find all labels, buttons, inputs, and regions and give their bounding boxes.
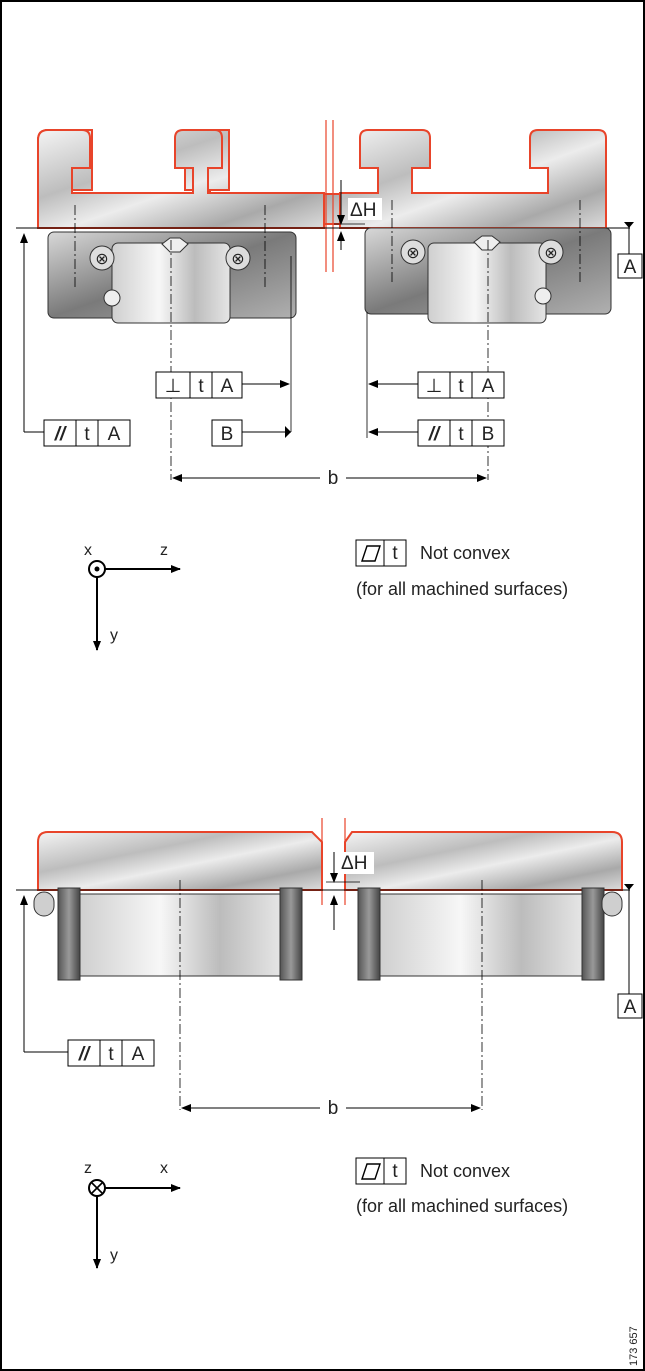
axis-label-z: z <box>84 1160 92 1177</box>
rail-right <box>427 242 547 324</box>
parallelism-symbol: // <box>78 1044 91 1065</box>
datum-triangle-icon <box>624 222 634 228</box>
parallelism-symbol: // <box>428 424 441 445</box>
datum-triangle-icon <box>285 426 291 438</box>
ball-icon <box>103 289 121 307</box>
screw-icon <box>225 245 251 271</box>
end-cap <box>57 887 81 981</box>
tolerance-label: t <box>392 543 398 564</box>
flatness-note: Not convex <box>420 543 510 563</box>
flatness-icon <box>361 1163 381 1180</box>
tolerance-label: t <box>84 424 90 445</box>
datum-ref: A <box>221 376 234 397</box>
coordinate-axes: x z y <box>84 542 181 651</box>
delta-h-label: ΔH <box>350 200 376 221</box>
datum-box-a <box>617 253 643 279</box>
delta-h-label: ΔH <box>341 853 367 874</box>
seal-left <box>33 891 55 917</box>
axis-label-x: x <box>84 542 92 559</box>
datum-triangle-icon <box>624 884 634 890</box>
axis-label-y: y <box>110 627 118 644</box>
axis-label-z: z <box>160 542 168 559</box>
datum-ref: A <box>482 376 495 397</box>
datum-label-a: A <box>624 257 637 278</box>
flatness-subnote: (for all machined surfaces) <box>356 579 568 599</box>
end-cap <box>581 887 605 981</box>
flatness-subnote: (for all machined surfaces) <box>356 1196 568 1216</box>
carriage-body-right <box>379 893 583 977</box>
axis-label-y: y <box>110 1247 118 1264</box>
flatness-note: Not convex <box>420 1161 510 1181</box>
tolerance-label: t <box>458 424 464 445</box>
screw-icon <box>538 239 564 265</box>
grease-nipple-icon <box>473 235 501 251</box>
perpendicularity-symbol: ⊥ <box>426 376 443 397</box>
tolerance-label: t <box>392 1161 398 1182</box>
end-cap <box>279 887 303 981</box>
datum-label-a: A <box>624 997 637 1018</box>
side-view: ΔH A // t A b z x y <box>16 818 643 1269</box>
ball-icon <box>534 287 552 305</box>
end-cap <box>357 887 381 981</box>
flatness-icon <box>361 545 381 562</box>
tolerance-label: t <box>198 376 204 397</box>
perpendicularity-symbol: ⊥ <box>165 376 182 397</box>
tolerance-label: t <box>458 376 464 397</box>
datum-box-a <box>617 993 643 1019</box>
datum-box-b <box>211 419 243 447</box>
svg-text:⊗: ⊗ <box>231 251 244 268</box>
axis-label-x: x <box>160 1160 168 1177</box>
parallelism-symbol: // <box>54 424 67 445</box>
distance-label-b: b <box>328 1098 339 1119</box>
datum-ref: A <box>132 1044 145 1065</box>
tolerance-label: t <box>108 1044 114 1065</box>
figure-code: 173 657 <box>628 1326 640 1366</box>
svg-text:⊗: ⊗ <box>544 245 557 262</box>
datum-ref: B <box>482 424 495 445</box>
table-left-side <box>37 831 323 891</box>
table-left <box>37 129 325 229</box>
table-right-side <box>344 831 623 891</box>
distance-label-b: b <box>328 468 339 489</box>
top-view: ⊗ ⊗ ⊗ ⊗ ΔH A ⊥ <box>16 120 643 651</box>
grease-nipple-icon <box>161 237 189 253</box>
screw-icon <box>400 239 426 265</box>
seal-right <box>601 891 623 917</box>
datum-label-b: B <box>221 424 234 445</box>
screw-icon <box>89 245 115 271</box>
svg-text:⊗: ⊗ <box>406 245 419 262</box>
svg-text:⊗: ⊗ <box>95 251 108 268</box>
coordinate-axes: z x y <box>84 1160 181 1269</box>
datum-ref: A <box>108 424 121 445</box>
table-right <box>339 129 607 229</box>
